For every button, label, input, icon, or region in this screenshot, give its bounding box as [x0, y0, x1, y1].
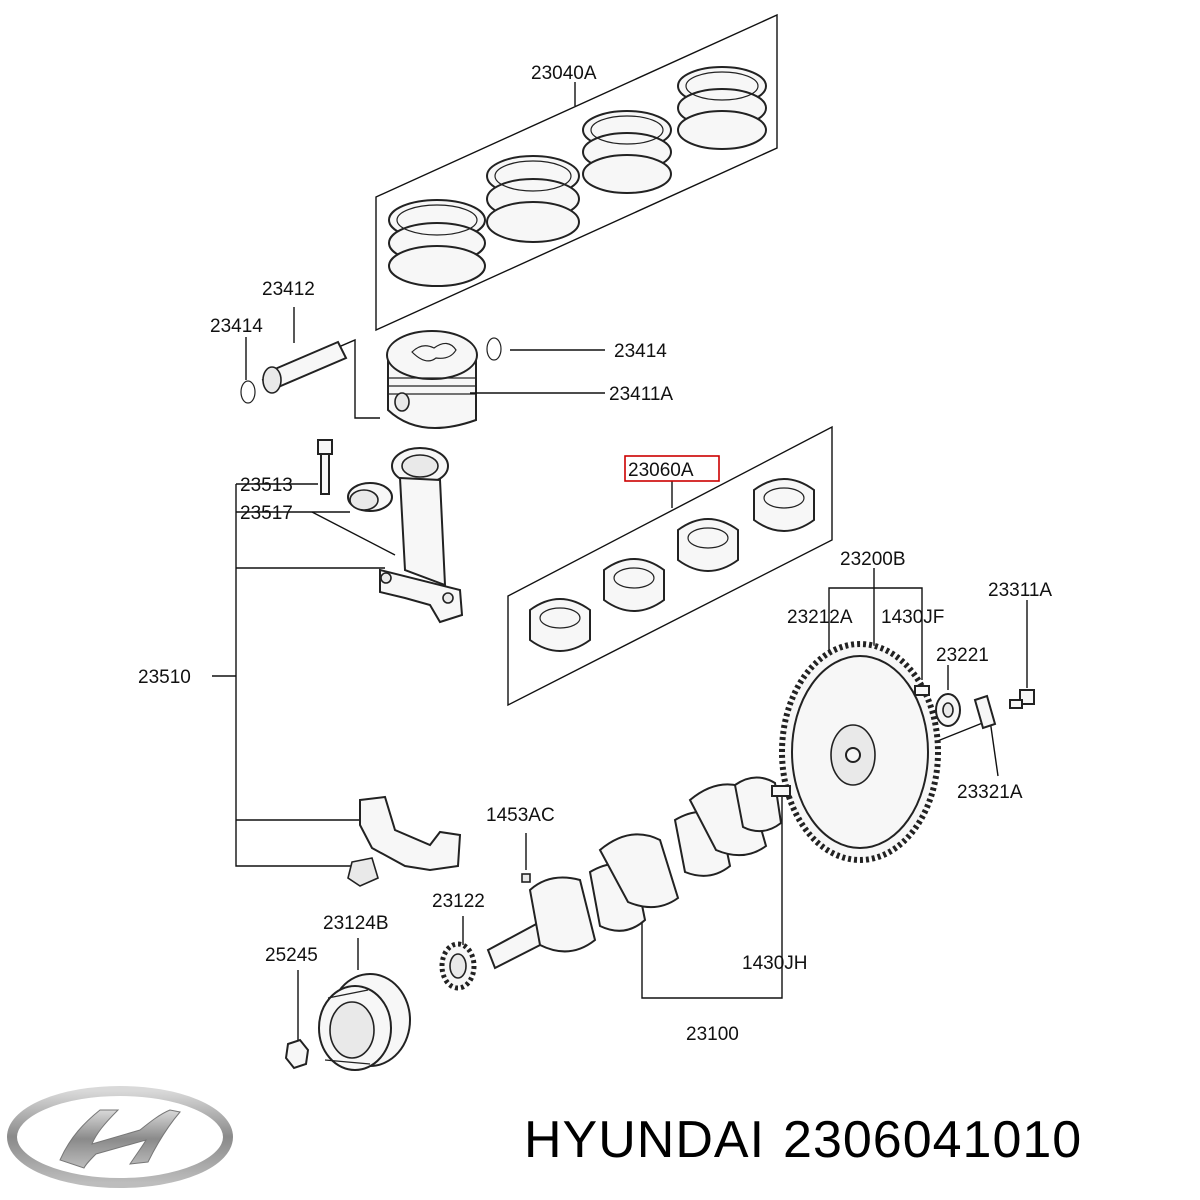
brand-name: HYUNDAI: [524, 1111, 766, 1169]
hyundai-logo: [7, 1086, 233, 1188]
crankshaft-group: [284, 776, 791, 1071]
label-key: 1453AC: [486, 805, 555, 826]
label-sprocket: 23122: [432, 891, 485, 912]
label-dowel-flywheel: 1430JF: [881, 607, 944, 628]
label-nut: 25245: [265, 945, 318, 966]
bearing-shell-4: [753, 478, 815, 532]
conrod-bolt: [317, 439, 333, 495]
label-bolt-flywheel: 23311A: [988, 580, 1052, 601]
label-snap-ring-right: 23414: [614, 341, 667, 362]
snap-ring-right: [486, 337, 502, 361]
piston-rings-group: [375, 13, 778, 332]
small-end-bushing: [347, 482, 393, 512]
timing-sprocket: [439, 941, 477, 991]
ring-set-1: [388, 199, 486, 287]
part-number: 2306041010: [783, 1111, 1083, 1169]
label-dowel-crank: 1430JH: [742, 953, 808, 974]
highlight-box: [624, 455, 720, 482]
pulley-nut: [284, 1038, 310, 1070]
flywheel-bolt: [1009, 689, 1035, 709]
crank-dowel: [771, 785, 791, 797]
flywheel-group: [779, 568, 1035, 863]
bearing-shell-1: [529, 598, 591, 652]
piston-group: [240, 307, 605, 429]
conrod-group: [212, 439, 464, 887]
crank-key: [521, 873, 531, 883]
conrod: [379, 447, 464, 624]
crankshaft: [486, 776, 783, 970]
snap-ring-left: [240, 380, 256, 404]
label-pilot-bearing: 23221: [936, 645, 989, 666]
label-bolt: 23513: [240, 475, 293, 496]
label-flywheel: 23200B: [840, 549, 906, 570]
label-washer-plate: 23321A: [957, 782, 1023, 803]
label-pin: 23412: [262, 279, 315, 300]
conrod-cap: [347, 795, 462, 887]
label-crankshaft: 23100: [686, 1024, 739, 1045]
piston-pin: [262, 340, 348, 394]
ring-set-3: [582, 110, 672, 194]
ring-set-2: [486, 155, 580, 243]
bearing-shell-2: [603, 558, 665, 612]
flywheel: [779, 641, 941, 863]
crank-pulley: [318, 973, 411, 1071]
bearing-shell-3: [677, 518, 739, 572]
label-bearing-set: 23060A: [628, 460, 694, 481]
label-rings: 23040A: [531, 63, 597, 84]
label-conrod: 23510: [138, 667, 191, 688]
bearing-set-group: [507, 425, 833, 707]
label-ring-gear: 23212A: [787, 607, 853, 628]
pilot-bearing: [935, 693, 961, 727]
flywheel-dowel: [914, 685, 930, 696]
part-caption: HYUNDAI 2306041010: [524, 1110, 1100, 1170]
ring-set-4: [677, 66, 767, 150]
label-bushing: 23517: [240, 503, 293, 524]
washer-plate: [973, 694, 997, 730]
piston: [386, 330, 478, 429]
label-pulley: 23124B: [323, 913, 389, 934]
label-piston: 23411A: [609, 384, 673, 405]
label-snap-ring-left: 23414: [210, 316, 263, 337]
